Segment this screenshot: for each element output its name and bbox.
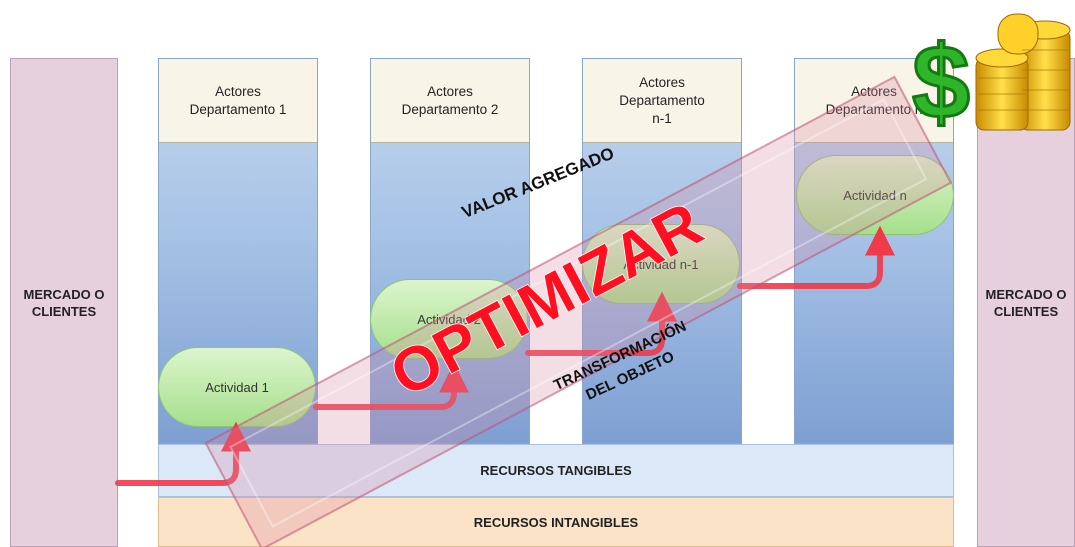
- resources-tangible-label: RECURSOS TANGIBLES: [480, 463, 632, 478]
- lane-header-1: Actores Departamento 1: [159, 59, 317, 143]
- activity-n-minus-1: Actividad n-1: [582, 224, 740, 304]
- market-left-label: MERCADO O CLIENTES: [23, 286, 105, 319]
- activity-1: Actividad 1: [158, 347, 316, 427]
- resources-tangible-bar: RECURSOS TANGIBLES: [158, 444, 954, 497]
- activity-2: Actividad 2: [370, 279, 528, 359]
- lane-header-2: Actores Departamento 2: [371, 59, 529, 143]
- market-clients-left: MERCADO O CLIENTES: [10, 58, 118, 547]
- resources-intangible-label: RECURSOS INTANGIBLES: [473, 514, 639, 530]
- value-added-label: VALOR AGREGADO: [459, 144, 617, 222]
- lane-header-n-minus-1: Actores Departamento n-1: [583, 59, 741, 143]
- optimize-band: [204, 75, 953, 547]
- svg-text:$: $: [912, 28, 970, 138]
- market-right-label: MERCADO O CLIENTES: [985, 286, 1067, 319]
- dollar-sign-icon: $: [911, 28, 972, 138]
- resources-intangible-bar: RECURSOS INTANGIBLES: [158, 497, 954, 547]
- gold-coins-icon: [975, 13, 1071, 131]
- value-flow-arrow: [115, 242, 883, 486]
